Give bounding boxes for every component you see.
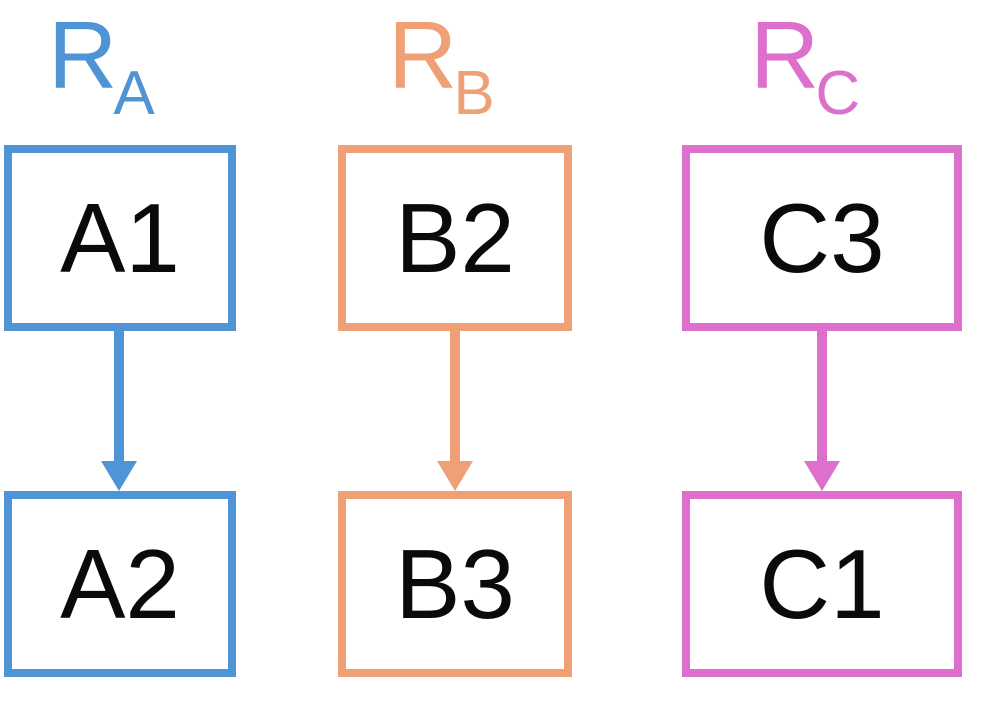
arrow-head — [804, 461, 840, 491]
arrow-stem — [450, 331, 460, 462]
group-label-base: R — [48, 2, 118, 109]
arrow-stem — [817, 331, 827, 462]
node-label: C3 — [759, 183, 885, 293]
arrow-head — [101, 461, 137, 491]
node-label: A2 — [60, 529, 180, 639]
node-box-node-b3[interactable]: B3 — [338, 491, 572, 677]
group-label-subscript: C — [815, 59, 861, 128]
node-label: A1 — [60, 183, 180, 293]
group-label-replica-b: RB — [388, 8, 499, 125]
group-label-base: R — [750, 2, 820, 109]
group-label-replica-c: RC — [750, 8, 864, 125]
arrow-head — [437, 461, 473, 491]
node-box-node-b2[interactable]: B2 — [338, 145, 572, 331]
node-box-node-a2[interactable]: A2 — [4, 491, 236, 677]
group-label-replica-a: RA — [48, 8, 159, 125]
node-box-node-a1[interactable]: A1 — [4, 145, 236, 331]
node-label: B3 — [395, 529, 515, 639]
group-label-base: R — [388, 2, 458, 109]
group-label-subscript: A — [113, 59, 155, 128]
flow-arrow-replica-a[interactable] — [97, 331, 141, 495]
node-box-node-c1[interactable]: C1 — [682, 491, 962, 677]
flow-arrow-replica-c[interactable] — [800, 331, 844, 495]
arrow-stem — [114, 331, 124, 462]
flow-arrow-replica-b[interactable] — [433, 331, 477, 495]
node-label: C1 — [759, 529, 885, 639]
node-label: B2 — [395, 183, 515, 293]
node-box-node-c3[interactable]: C3 — [682, 145, 962, 331]
group-label-subscript: B — [453, 59, 495, 128]
